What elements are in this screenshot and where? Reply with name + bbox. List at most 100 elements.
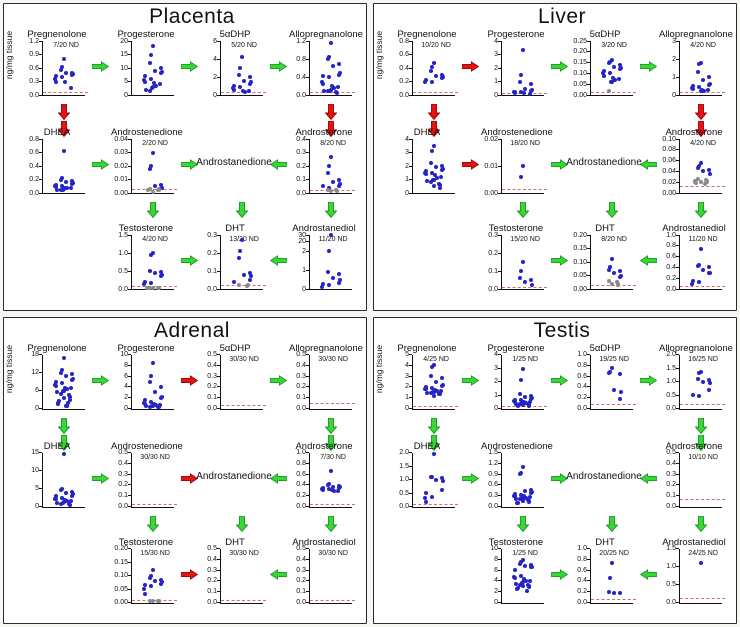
tick-mark-icon xyxy=(676,160,679,162)
tick-mark-icon xyxy=(39,40,42,42)
y-axis-tick: 0.00 xyxy=(114,599,128,606)
data-point xyxy=(68,397,73,402)
arrow-cell xyxy=(640,127,657,201)
tick-mark-icon xyxy=(39,408,42,409)
tick-mark-icon xyxy=(128,588,131,590)
y-axis-tick: 1.5 xyxy=(399,462,409,470)
tick-mark-icon xyxy=(128,561,131,563)
tick-mark-icon xyxy=(306,462,309,464)
tick-mark-icon xyxy=(217,40,220,42)
y-axis-tick: 3 xyxy=(494,364,498,372)
data-point xyxy=(512,576,517,581)
data-point xyxy=(518,392,523,397)
data-point xyxy=(247,270,252,275)
tick-mark-icon xyxy=(587,364,590,366)
y-axis-tick: 0.5 xyxy=(118,267,128,275)
y-axis-tick: 0.6 xyxy=(488,481,498,489)
y-axis-tick: 4 xyxy=(124,383,128,391)
arrow-cell xyxy=(640,223,657,297)
data-point xyxy=(53,384,58,388)
arrow-right-icon xyxy=(181,472,198,484)
data-point xyxy=(59,495,64,500)
data-point xyxy=(158,269,163,274)
data-point xyxy=(153,578,158,583)
data-point xyxy=(156,405,161,410)
data-point xyxy=(237,256,242,261)
arrow-cell xyxy=(551,29,568,103)
y-axis-tick: 2.0 xyxy=(666,351,676,358)
data-point xyxy=(332,489,337,494)
data-point xyxy=(64,490,69,495)
arrow-down-icon xyxy=(325,202,337,218)
spacer xyxy=(92,223,109,297)
data-point xyxy=(149,52,154,57)
arrow-cell xyxy=(568,201,640,223)
y-axis-tick: 0.00 xyxy=(484,189,498,197)
tick-mark-icon xyxy=(498,165,501,167)
data-point xyxy=(62,80,67,85)
tick-mark-icon xyxy=(409,492,412,494)
intermediate-label: Androstanedione xyxy=(196,157,272,168)
nd-count-label: 30/30 ND xyxy=(318,355,348,363)
data-point xyxy=(600,71,605,76)
arrow-down-icon xyxy=(517,515,529,532)
tick-mark-icon xyxy=(306,250,309,252)
tick-mark-icon xyxy=(498,602,501,603)
data-point xyxy=(424,491,429,495)
tick-mark-icon xyxy=(217,76,220,78)
arrow-down-icon xyxy=(236,515,248,532)
y-axis-tick: 0.6 xyxy=(577,566,587,574)
tick-mark-icon xyxy=(587,261,590,263)
y-axis-tick: 0.20 xyxy=(573,48,587,56)
data-point xyxy=(61,187,66,192)
intermediate-label: Androstanedione xyxy=(566,470,642,482)
y-axis-tick: 0.08 xyxy=(662,146,676,154)
gray-data-point xyxy=(703,182,708,187)
data-point xyxy=(612,64,617,69)
data-point xyxy=(518,90,523,95)
data-point xyxy=(153,270,158,275)
tick-mark-icon xyxy=(306,569,309,571)
data-point xyxy=(609,80,614,85)
data-point xyxy=(518,492,523,497)
data-point xyxy=(54,493,59,498)
y-axis-tick: 4 xyxy=(494,37,498,45)
lod-dashed-line xyxy=(413,503,458,505)
y-axis-tick: 0.5 xyxy=(296,351,306,358)
lod-dashed-line xyxy=(413,405,458,407)
data-point xyxy=(610,366,614,370)
tick-mark-icon xyxy=(498,81,501,82)
y-axis-tick: 1.5 xyxy=(666,545,676,552)
data-point xyxy=(326,170,331,175)
y-axis-tick: 2 xyxy=(672,55,676,63)
spacer xyxy=(20,537,92,611)
data-point xyxy=(610,257,614,262)
arrow-down-icon xyxy=(695,202,707,218)
y-axis-tick: 1.2 xyxy=(296,37,306,45)
y-axis-tick: 0.4 xyxy=(577,577,587,585)
y-axis-tick: 6 xyxy=(35,387,39,395)
tick-mark-icon xyxy=(306,288,309,290)
tick-mark-icon xyxy=(217,602,220,603)
data-point xyxy=(337,72,342,77)
data-point xyxy=(708,380,713,385)
tick-mark-icon xyxy=(128,252,131,254)
plot-title: DHEA xyxy=(413,127,441,138)
plot-area: 4/20 ND xyxy=(131,235,177,291)
y-axis-tick: 2 xyxy=(494,588,498,596)
tick-mark-icon xyxy=(39,54,42,55)
arrow-cell xyxy=(287,417,359,451)
arrow-cell xyxy=(657,103,729,137)
y-axis-tick: 0.0 xyxy=(488,503,498,510)
arrow-cell xyxy=(181,223,198,297)
